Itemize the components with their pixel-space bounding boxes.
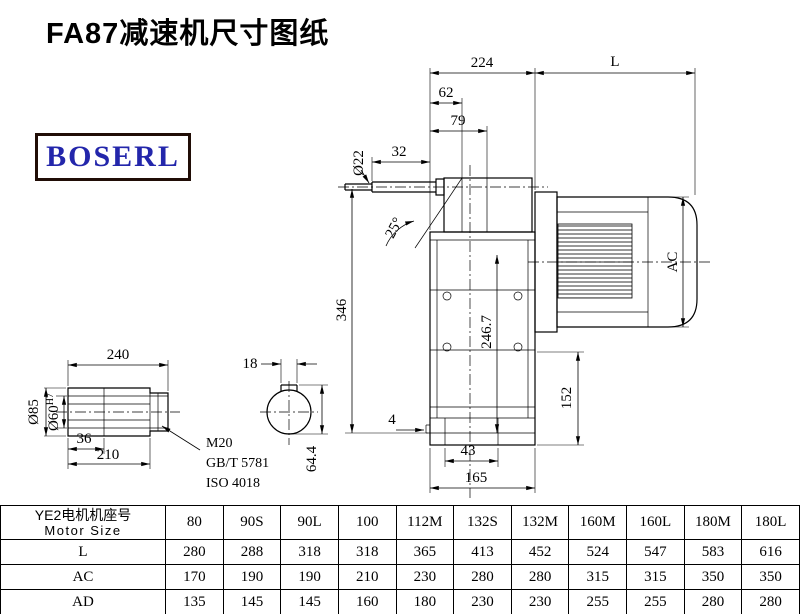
table-cell: 230 [395,564,455,590]
col-header-80: 80 [165,505,224,540]
dim-18: 18 [243,356,258,372]
page-title: FA87减速机尺寸图纸 [46,18,330,50]
dim-79: 79 [451,113,466,129]
dim-246-7: 246.7 [479,315,495,349]
table-cell: 210 [337,564,397,590]
dim-dia85: Ø85 [26,399,42,425]
col-header-100: 100 [337,505,397,540]
table-cell: 315 [568,564,627,590]
row-label-L: L [0,539,166,565]
motor [534,191,698,333]
dim-4: 4 [388,412,396,428]
dim-224: 224 [471,55,494,71]
dim-36: 36 [77,431,93,447]
dim-210: 210 [97,447,120,463]
table-cell: 280 [453,564,512,590]
table-cell: 190 [222,564,282,590]
dim-152: 152 [559,387,575,410]
table-cell: 318 [280,539,339,565]
gear-housing [425,177,536,446]
table-cell: 583 [683,539,743,565]
dim-240: 240 [107,347,130,363]
table-cell: 616 [741,539,800,565]
table-cell: 413 [453,539,512,565]
row-label-AD: AD [0,589,166,614]
table-cell: 280 [165,539,224,565]
table-cell: 255 [568,589,627,614]
brand-logo: BOSERL [35,133,191,181]
table-cell: 280 [741,589,800,614]
col-header-132M: 132M [510,505,570,540]
dimension-lines [43,70,695,491]
col-header-160M: 160M [568,505,627,540]
motor-fins [557,223,633,299]
table-cell: 350 [741,564,800,590]
motor-size-header-en: Motor Size [44,523,122,538]
dim-346: 346 [334,298,350,321]
dimension-labels: 224 L 62 79 32 Ø22 25° 346 246.7 AC 152 … [26,54,681,491]
dim-165: 165 [465,470,488,486]
table-cell: 145 [222,589,282,614]
table-cell: 280 [510,564,570,590]
table-cell: 190 [280,564,339,590]
table-cell: 280 [683,589,743,614]
bore-section-view [266,384,312,435]
col-header-90S: 90S [222,505,282,540]
table-cell: 524 [568,539,627,565]
input-shaft [344,181,436,193]
col-header-180M: 180M [683,505,743,540]
center-lines [56,165,712,498]
col-header-90L: 90L [280,505,339,540]
note-std-gb: GB/T 5781 [206,456,269,471]
table-cell: 255 [626,589,685,614]
note-std-iso: ISO 4018 [206,476,260,491]
table-cell: 135 [165,589,224,614]
dim-angle-25: 25° [382,215,406,241]
col-header-132S: 132S [453,505,512,540]
table-cell: 170 [165,564,224,590]
col-header-160L: 160L [626,505,685,540]
motor-size-header-cn: YE2电机机座号 [34,507,132,523]
table-cell: 288 [222,539,282,565]
dim-AC: AC [665,252,681,273]
col-header-180L: 180L [741,505,800,540]
dim-64-4: 64.4 [304,445,320,472]
table-cell: 230 [510,589,570,614]
table-cell: 452 [510,539,570,565]
motor-size-header-cell: YE2电机机座号 Motor Size [0,505,166,540]
table-cell: 160 [337,589,397,614]
motor-size-table: YE2电机机座号 Motor Size 80 90S 90L 100 112M … [0,505,800,614]
dim-dia22: Ø22 [351,150,367,176]
table-cell: 145 [280,589,339,614]
table-cell: 318 [337,539,397,565]
table-cell: 180 [395,589,455,614]
table-cell: 547 [626,539,685,565]
table-cell: 350 [683,564,743,590]
table-cell: 365 [395,539,455,565]
dim-L: L [610,54,619,70]
dimension-drawing: 224 L 62 79 32 Ø22 25° 346 246.7 AC 152 … [26,54,712,498]
dim-62: 62 [439,85,454,101]
row-label-AC: AC [0,564,166,590]
dim-32: 32 [392,144,407,160]
dim-dia60H7: Ø60H7 [45,393,62,431]
note-thread-m20: M20 [206,436,232,451]
dim-43: 43 [461,443,476,459]
col-header-112M: 112M [395,505,455,540]
table-cell: 315 [626,564,685,590]
table-cell: 230 [453,589,512,614]
